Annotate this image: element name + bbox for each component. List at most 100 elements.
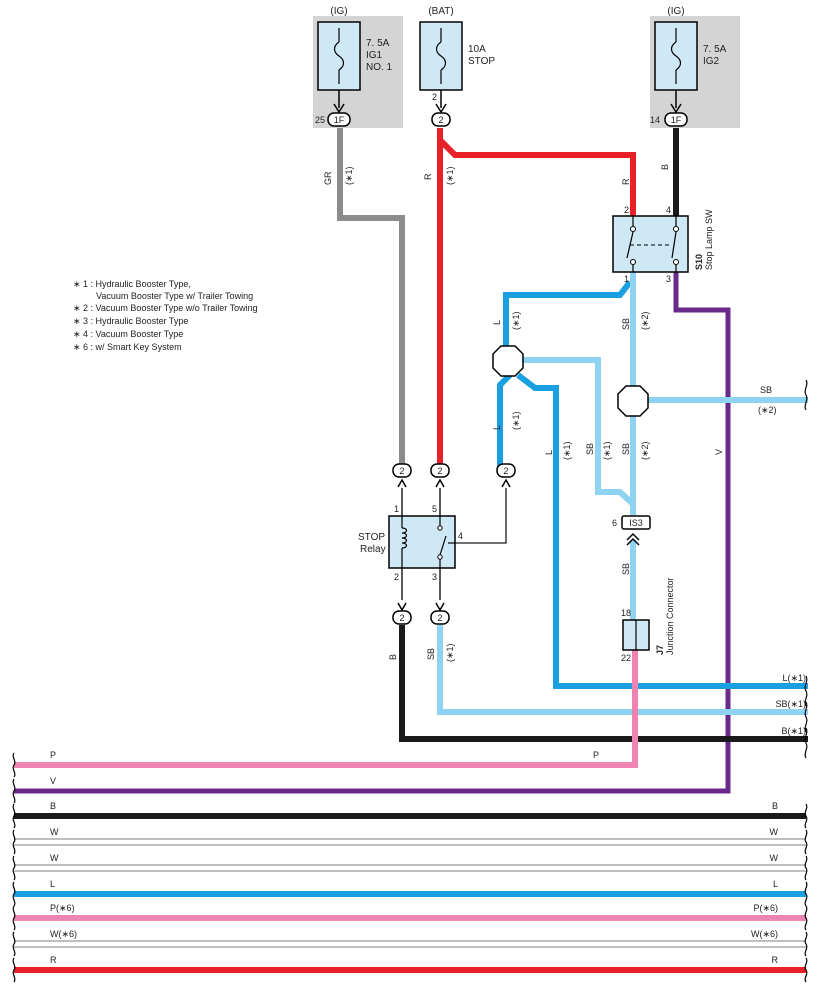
fuse-stop-source: (BAT) bbox=[428, 6, 453, 17]
label-l-sw: L bbox=[492, 320, 502, 325]
relay-name-1: STOP bbox=[358, 532, 385, 543]
bus-break-right bbox=[804, 957, 808, 983]
exit-label-l: L(∗1) bbox=[782, 673, 806, 683]
junction-id: J7 bbox=[655, 645, 665, 655]
bus-label-left: V bbox=[50, 776, 56, 786]
switch-name: Stop Lamp SW bbox=[704, 209, 714, 270]
relay-connector-bottom-sb bbox=[430, 602, 450, 625]
switch-pin-1: 1 bbox=[624, 274, 629, 284]
bus-label-left: P(∗6) bbox=[50, 903, 75, 913]
bus-label-right: B bbox=[772, 801, 778, 811]
junction-pin-bottom: 22 bbox=[621, 653, 631, 663]
label-sb-right: SB bbox=[760, 385, 772, 395]
wire-l-right bbox=[516, 372, 808, 689]
bus-label-right: R bbox=[772, 955, 779, 965]
bus-label-left: W bbox=[50, 853, 59, 863]
splice-l bbox=[492, 345, 524, 377]
connector-is3-pin: 6 bbox=[612, 518, 617, 528]
connector-is3 bbox=[621, 515, 651, 546]
note-2: ∗ 2 : Vacuum Booster Type w/o Trailer To… bbox=[73, 303, 258, 313]
connector-is3-label: IS3 bbox=[629, 518, 643, 528]
wire-r-switch bbox=[437, 137, 636, 216]
note-1: ∗ 1 : Hydraulic Booster Type, bbox=[73, 279, 191, 289]
connector-ig1-label: 1F bbox=[334, 115, 345, 125]
connector-stop bbox=[431, 112, 451, 127]
label-l-right: L bbox=[544, 450, 554, 455]
connector-ig2-pin: 14 bbox=[650, 115, 660, 125]
label-b-relay: B bbox=[388, 654, 398, 660]
switch-pin-2: 2 bbox=[624, 205, 629, 215]
label-r-note: (∗1) bbox=[445, 166, 455, 185]
fuse-ig1-source: (IG) bbox=[330, 6, 347, 17]
label-gr-note: (∗1) bbox=[344, 166, 354, 185]
note-3: ∗ 3 : Hydraulic Booster Type bbox=[73, 316, 188, 326]
fuse-ig1-name2: NO. 1 bbox=[366, 62, 393, 73]
bus-label-right: L bbox=[773, 879, 778, 889]
relay-connector-top-l-label: 2 bbox=[503, 466, 508, 476]
connector-ig1 bbox=[327, 112, 351, 127]
bus-label-right: P bbox=[593, 750, 599, 760]
bus-break-right bbox=[804, 931, 808, 957]
bus-break-right bbox=[804, 829, 808, 855]
bus-break-left bbox=[12, 829, 16, 855]
relay-pin-5: 5 bbox=[432, 504, 437, 514]
bus-break-left bbox=[12, 881, 16, 907]
note-1b: Vacuum Booster Type w/ Trailer Towing bbox=[96, 291, 253, 301]
relay-pin-3: 3 bbox=[432, 572, 437, 582]
wire-gr bbox=[337, 128, 405, 472]
bus-label-left: W bbox=[50, 827, 59, 837]
bus-label-left: P bbox=[50, 750, 56, 760]
switch-id: S10 bbox=[694, 254, 704, 270]
wire-relay-pin4 bbox=[455, 488, 507, 544]
label-l-right-note: (∗1) bbox=[562, 441, 572, 460]
label-sb-mid: SB bbox=[585, 443, 595, 455]
exit-label-b: B(∗1) bbox=[781, 726, 806, 736]
notes-legend: ∗ 1 : Hydraulic Booster Type, Vacuum Boo… bbox=[73, 279, 258, 352]
connector-ig2-label: 1F bbox=[671, 115, 682, 125]
wire-l-relay bbox=[497, 372, 513, 472]
switch-pin-4: 4 bbox=[666, 205, 671, 215]
bus-label-left: L bbox=[50, 879, 55, 889]
relay-name-2: Relay bbox=[360, 544, 386, 555]
fuse-ig2 bbox=[654, 21, 698, 114]
fuse-stop-name1: STOP bbox=[468, 56, 495, 67]
relay-connector-bottom-b bbox=[392, 602, 412, 625]
fuse-ig1-rating: 7. 5A bbox=[366, 38, 390, 49]
relay-pin-2: 2 bbox=[394, 572, 399, 582]
note-6: ∗ 6 : w/ Smart Key System bbox=[73, 342, 182, 352]
bus-label-left: W(∗6) bbox=[50, 929, 77, 939]
label-l-mid-note: (∗1) bbox=[511, 411, 521, 430]
bus-label-left: R bbox=[50, 955, 57, 965]
stop-relay bbox=[388, 488, 456, 600]
bus-label-right: W(∗6) bbox=[751, 929, 778, 939]
fuse-stop bbox=[419, 21, 463, 114]
bus-label-right: P(∗6) bbox=[753, 903, 778, 913]
label-gr: GR bbox=[323, 171, 333, 185]
label-r: R bbox=[423, 173, 433, 180]
junction-name: Junction Connector bbox=[665, 577, 675, 655]
bus-break-left bbox=[12, 778, 16, 804]
note-4: ∗ 4 : Vacuum Booster Type bbox=[73, 329, 183, 339]
junction-pin-top: 18 bbox=[621, 608, 631, 618]
stop-lamp-switch bbox=[612, 215, 689, 273]
switch-pin-3: 3 bbox=[666, 274, 671, 284]
label-sb-sw: SB bbox=[621, 318, 631, 330]
bus-label-left: B bbox=[50, 801, 56, 811]
bus-break-left bbox=[12, 957, 16, 983]
bus-break-left bbox=[12, 803, 16, 829]
connector-ig2 bbox=[664, 112, 688, 127]
bus-break-left bbox=[12, 855, 16, 881]
fuse-stop-rating: 10A bbox=[468, 44, 486, 55]
fuse-ig1-name1: IG1 bbox=[366, 50, 383, 61]
wire-sb-relay bbox=[437, 625, 808, 715]
label-sb-is3: SB bbox=[621, 563, 631, 575]
relay-connector-top-r bbox=[430, 463, 450, 488]
label-v: V bbox=[714, 449, 724, 455]
bus-break-left bbox=[12, 931, 16, 957]
wire-l-switch bbox=[503, 280, 633, 348]
fuse-ig2-name1: IG2 bbox=[703, 56, 720, 67]
relay-connector-top-gr-label: 2 bbox=[399, 466, 404, 476]
relay-connector-bottom-b-label: 2 bbox=[399, 613, 404, 623]
